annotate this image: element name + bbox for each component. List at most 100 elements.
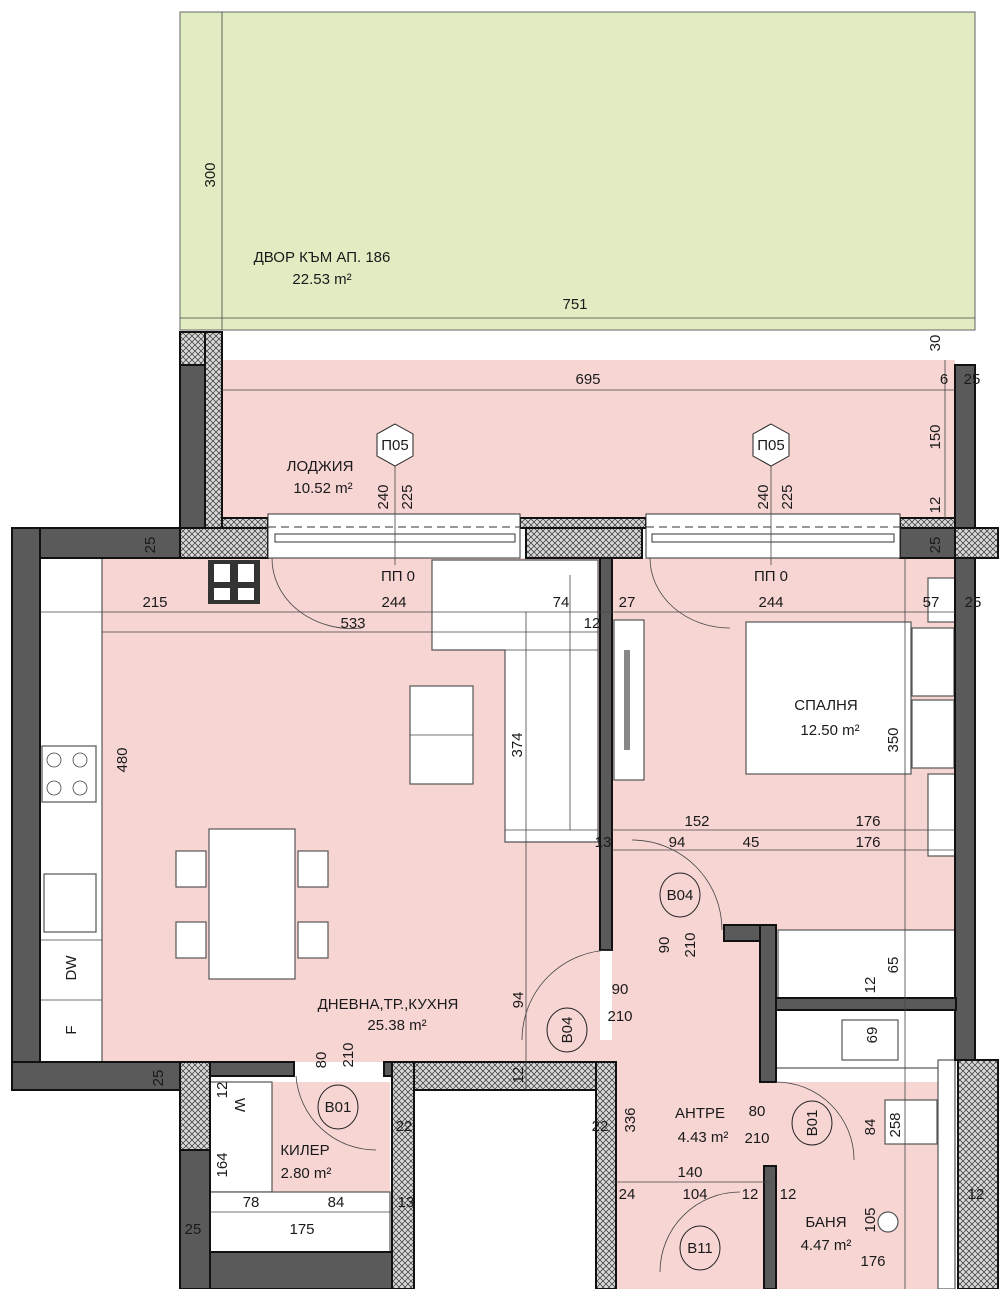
door-tag-circle xyxy=(546,1007,588,1053)
dimension-label: 25 xyxy=(150,1070,167,1087)
sill-tag: ПП 0 xyxy=(381,568,415,585)
dimension-label: 12 xyxy=(742,1186,759,1203)
dimension-label: 210 xyxy=(682,932,699,957)
dimension-label: 22 xyxy=(396,1118,413,1135)
door-tag: B04 xyxy=(559,1017,576,1044)
door-tag: B01 xyxy=(325,1099,352,1116)
dimension-label: 69 xyxy=(864,1027,881,1044)
dimension-label: 90 xyxy=(612,981,629,998)
dimension-label: 12 xyxy=(862,977,879,994)
dimension-label: 374 xyxy=(509,732,526,757)
pillow xyxy=(911,699,955,769)
dimension-label: 176 xyxy=(855,813,880,830)
pillow xyxy=(911,627,955,697)
window-tag: П05 xyxy=(381,437,408,454)
dimension-label: 751 xyxy=(562,296,587,313)
bedroom-name: СПАЛНЯ xyxy=(794,697,857,714)
dimension-label: 94 xyxy=(510,992,527,1009)
dimension-label: 695 xyxy=(575,371,600,388)
storage-name: КИЛЕР xyxy=(280,1142,329,1159)
storage-area-label: 2.80 m² xyxy=(281,1165,332,1182)
door-tag: B11 xyxy=(687,1240,713,1257)
dimension-label: 25 xyxy=(964,371,981,388)
sill-tag: ПП 0 xyxy=(754,568,788,585)
washbasin-icon xyxy=(841,1019,899,1061)
sink-icon xyxy=(43,873,97,933)
toilet-icon xyxy=(884,1099,938,1145)
dimension-lines xyxy=(40,12,975,1289)
dimension-label: 12 xyxy=(780,1186,797,1203)
dimension-label: 258 xyxy=(887,1112,904,1137)
door-tag: B04 xyxy=(667,887,694,904)
bed xyxy=(745,621,912,775)
dimension-label: 13 xyxy=(398,1194,415,1211)
dimension-label: 244 xyxy=(758,594,783,611)
bath-name: БАНЯ xyxy=(805,1214,846,1231)
dimension-label: 104 xyxy=(682,1186,707,1203)
living-name: ДНЕВНА,ТР.,КУХНЯ xyxy=(318,996,459,1013)
living-area-label: 25.38 m² xyxy=(367,1017,426,1034)
dimension-label: 210 xyxy=(744,1130,769,1147)
window-tag: П05 xyxy=(757,437,784,454)
dimension-label: 25 xyxy=(965,594,982,611)
dimension-label: 80 xyxy=(749,1103,766,1120)
dimension-label: 105 xyxy=(862,1207,879,1232)
dimension-label: 80 xyxy=(313,1052,330,1069)
loggia-area-label: 10.52 m² xyxy=(293,480,352,497)
dimension-label: 164 xyxy=(214,1152,231,1177)
dishwasher-label: DW xyxy=(63,955,80,981)
dimension-label: 210 xyxy=(607,1008,632,1025)
dimension-label: 336 xyxy=(622,1107,639,1132)
dimension-label: 65 xyxy=(885,957,902,974)
dimension-label: 90 xyxy=(656,937,673,954)
storage-shelf xyxy=(209,1081,273,1193)
shower-drain-icon xyxy=(877,1211,899,1233)
sofa xyxy=(431,559,599,843)
dimension-label: 240 xyxy=(375,484,392,509)
dimension-label: 25 xyxy=(185,1221,202,1238)
dimension-label: 78 xyxy=(243,1194,260,1211)
dimension-label: 215 xyxy=(142,594,167,611)
door-tag-circle xyxy=(317,1084,359,1130)
fridge-label: F xyxy=(63,1025,80,1034)
dimension-label: 240 xyxy=(755,484,772,509)
hall-name: АНТРЕ xyxy=(675,1105,725,1122)
dimension-label: 84 xyxy=(328,1194,345,1211)
dimension-label: 6 xyxy=(940,371,948,388)
dimension-label: 24 xyxy=(619,1186,636,1203)
kitchen-counter xyxy=(39,557,103,1063)
dimension-label: 22 xyxy=(592,1118,609,1135)
chair xyxy=(175,921,207,959)
dimension-label: 152 xyxy=(684,813,709,830)
dimension-label: 45 xyxy=(743,834,760,851)
cooktop-icon xyxy=(41,745,97,803)
loggia-windows xyxy=(267,513,901,559)
storage-area xyxy=(272,1082,390,1192)
dimension-label: 74 xyxy=(553,594,570,611)
door-tag-circle xyxy=(679,1225,721,1271)
dimension-label: 176 xyxy=(860,1253,885,1270)
dimension-label: 25 xyxy=(927,537,944,554)
yard-area-label: 22.53 m² xyxy=(292,271,351,288)
room-labels: ДВОР КЪМ АП. 186 22.53 m² ЛОДЖИЯ 10.52 m… xyxy=(254,249,860,1254)
dimension-label: 25 xyxy=(142,537,159,554)
dimension-label: 13 xyxy=(595,834,612,851)
dimension-label: 533 xyxy=(340,615,365,632)
window-tag-hexagon xyxy=(752,423,790,467)
door-tag-circle xyxy=(659,872,701,918)
door-tag-circle xyxy=(791,1100,833,1146)
dimension-label: 244 xyxy=(381,594,406,611)
nightstand xyxy=(927,577,956,623)
chair xyxy=(297,850,329,888)
dimension-label: 12 xyxy=(510,1067,527,1084)
dimension-label: 225 xyxy=(779,484,796,509)
hall-area-label: 4.43 m² xyxy=(678,1129,729,1146)
wardrobe xyxy=(777,929,956,999)
dimension-label: 30 xyxy=(927,335,944,352)
walls xyxy=(11,331,999,1289)
dimension-label: 140 xyxy=(677,1164,702,1181)
dimension-label: 12 xyxy=(968,1186,985,1203)
storage-shelf xyxy=(209,1191,391,1253)
